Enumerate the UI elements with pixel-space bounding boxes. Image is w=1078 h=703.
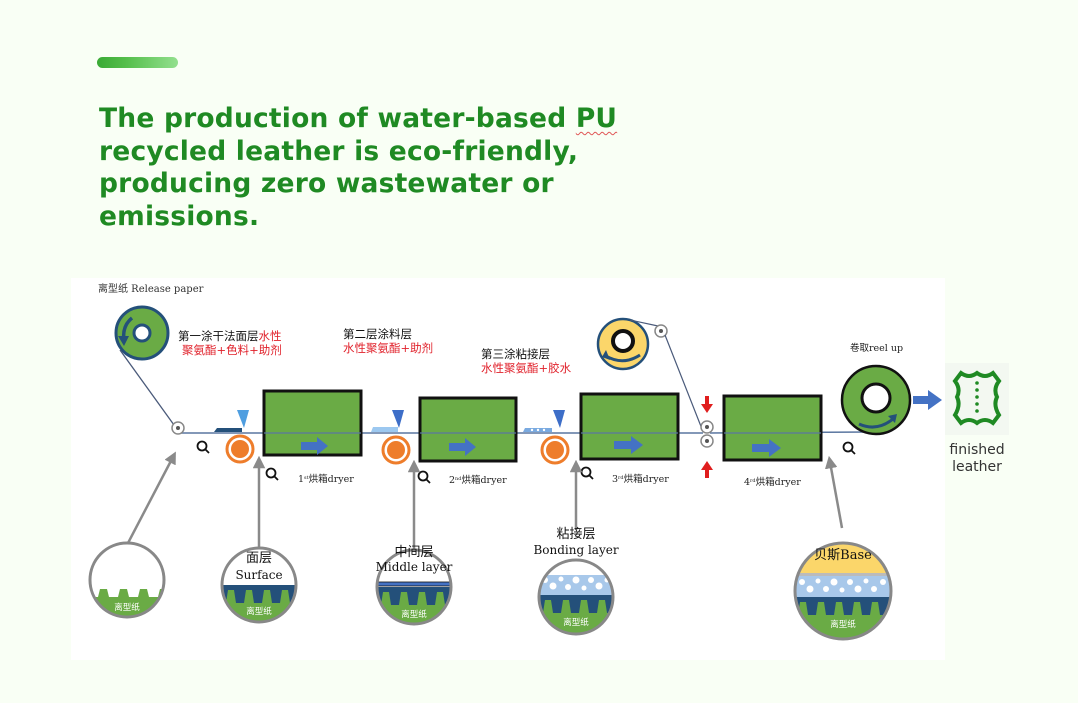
- pointer-arrow: [824, 455, 844, 529]
- svg-text:第三涂粘接层: 第三涂粘接层: [481, 347, 550, 361]
- svg-text:离型纸: 离型纸: [563, 617, 589, 628]
- svg-text:中间层: 中间层: [394, 545, 433, 560]
- headline-text-rest: recycled leather is eco-friendly, produc…: [99, 135, 579, 232]
- dryer-2-label: 2nd烘箱dryer: [449, 474, 507, 486]
- magnifier-icon: [842, 441, 856, 455]
- coating-2-label: 第二层涂料层 水性聚氨酯+助剂: [343, 327, 433, 355]
- layer-callout-bonding: 离型纸 粘接层 Bonding layer: [533, 526, 619, 636]
- flow-arrow-icon: [752, 439, 781, 457]
- layer-callout-release-paper: 离型纸: [88, 541, 166, 619]
- laminating-nip-rollers: [700, 396, 714, 478]
- svg-text:聚氨酯+色料+助剂: 聚氨酯+色料+助剂: [182, 343, 282, 357]
- magnifier-icon: [196, 440, 210, 454]
- magnifier-icon: [580, 466, 594, 480]
- coating-head-1: [214, 410, 249, 432]
- svg-text:面层: 面层: [246, 551, 272, 566]
- output-arrow-icon: [913, 390, 942, 410]
- base-guide-roller: [654, 324, 668, 338]
- finished-leather-icon-box: [945, 363, 1009, 435]
- reel-up-label: 卷取reel up: [850, 342, 903, 354]
- dryer-1: [262, 389, 363, 457]
- coating-3-label: 第三涂粘接层 水性聚氨酯+胶水: [481, 347, 572, 375]
- release-paper-label: 离型纸 Release paper: [98, 282, 204, 295]
- svg-text:Bonding layer: Bonding layer: [533, 543, 618, 557]
- coating-roller-1: [225, 434, 255, 464]
- page-headline: The production of water-based PU recycle…: [99, 103, 659, 233]
- leather-hide-icon: [952, 370, 1002, 426]
- layer-callout-surface: 离型纸 面层 Surface: [220, 546, 298, 624]
- layer-callout-base: 离型纸 贝斯Base: [793, 541, 893, 641]
- pointer-arrow: [126, 451, 176, 544]
- svg-text:水性聚氨酯+胶水: 水性聚氨酯+胶水: [481, 361, 572, 375]
- dryer-2: [418, 396, 518, 463]
- svg-text:粘接层: 粘接层: [556, 526, 595, 542]
- magnifier-icon: [417, 470, 431, 484]
- accent-bar: [97, 57, 178, 68]
- magnifier-icon: [265, 467, 279, 481]
- base-fabric-roll: [596, 317, 650, 371]
- finished-leather-label: finished leather: [949, 442, 1005, 475]
- guide-roller: [171, 421, 185, 435]
- svg-text:离型纸: 离型纸: [114, 602, 140, 613]
- svg-text:贝斯Base: 贝斯Base: [814, 548, 872, 563]
- dryer-3: [579, 392, 680, 461]
- coating-head-2: [371, 410, 404, 432]
- coating-roller-2: [381, 435, 411, 465]
- svg-text:第二层涂料层: 第二层涂料层: [343, 327, 412, 341]
- dryer-3-label: 3rd烘箱dryer: [612, 473, 669, 485]
- svg-text:离型纸: 离型纸: [401, 609, 427, 620]
- dryer-4-label: 4rd烘箱dryer: [744, 476, 801, 488]
- headline-pu: PU: [575, 103, 618, 134]
- press-arrow-down-icon: [701, 396, 713, 413]
- svg-text:第一涂干法面层水性: 第一涂干法面层水性: [178, 329, 282, 343]
- layer-callout-middle: 离型纸 中间层 Middle layer: [375, 545, 453, 626]
- dryer-4: [722, 394, 823, 462]
- flow-arrow-icon: [449, 438, 476, 456]
- press-arrow-up-icon: [701, 461, 713, 478]
- reel-up-roll: [840, 364, 912, 436]
- coating-head-3: [523, 410, 565, 432]
- headline-text: The production of water-based: [99, 103, 576, 134]
- svg-text:离型纸: 离型纸: [246, 606, 272, 617]
- flow-arrow-icon: [614, 436, 643, 454]
- svg-text:Surface: Surface: [235, 568, 282, 582]
- release-paper-roll: [114, 305, 170, 361]
- coating-1-label: 第一涂干法面层水性 聚氨酯+色料+助剂: [178, 329, 282, 357]
- svg-text:水性聚氨酯+助剂: 水性聚氨酯+助剂: [343, 341, 433, 355]
- dryer-1-label: 1st烘箱dryer: [298, 473, 354, 485]
- svg-text:离型纸: 离型纸: [830, 619, 856, 630]
- flow-arrow-icon: [301, 437, 328, 455]
- coating-roller-3: [540, 435, 570, 465]
- svg-text:Middle layer: Middle layer: [376, 560, 453, 574]
